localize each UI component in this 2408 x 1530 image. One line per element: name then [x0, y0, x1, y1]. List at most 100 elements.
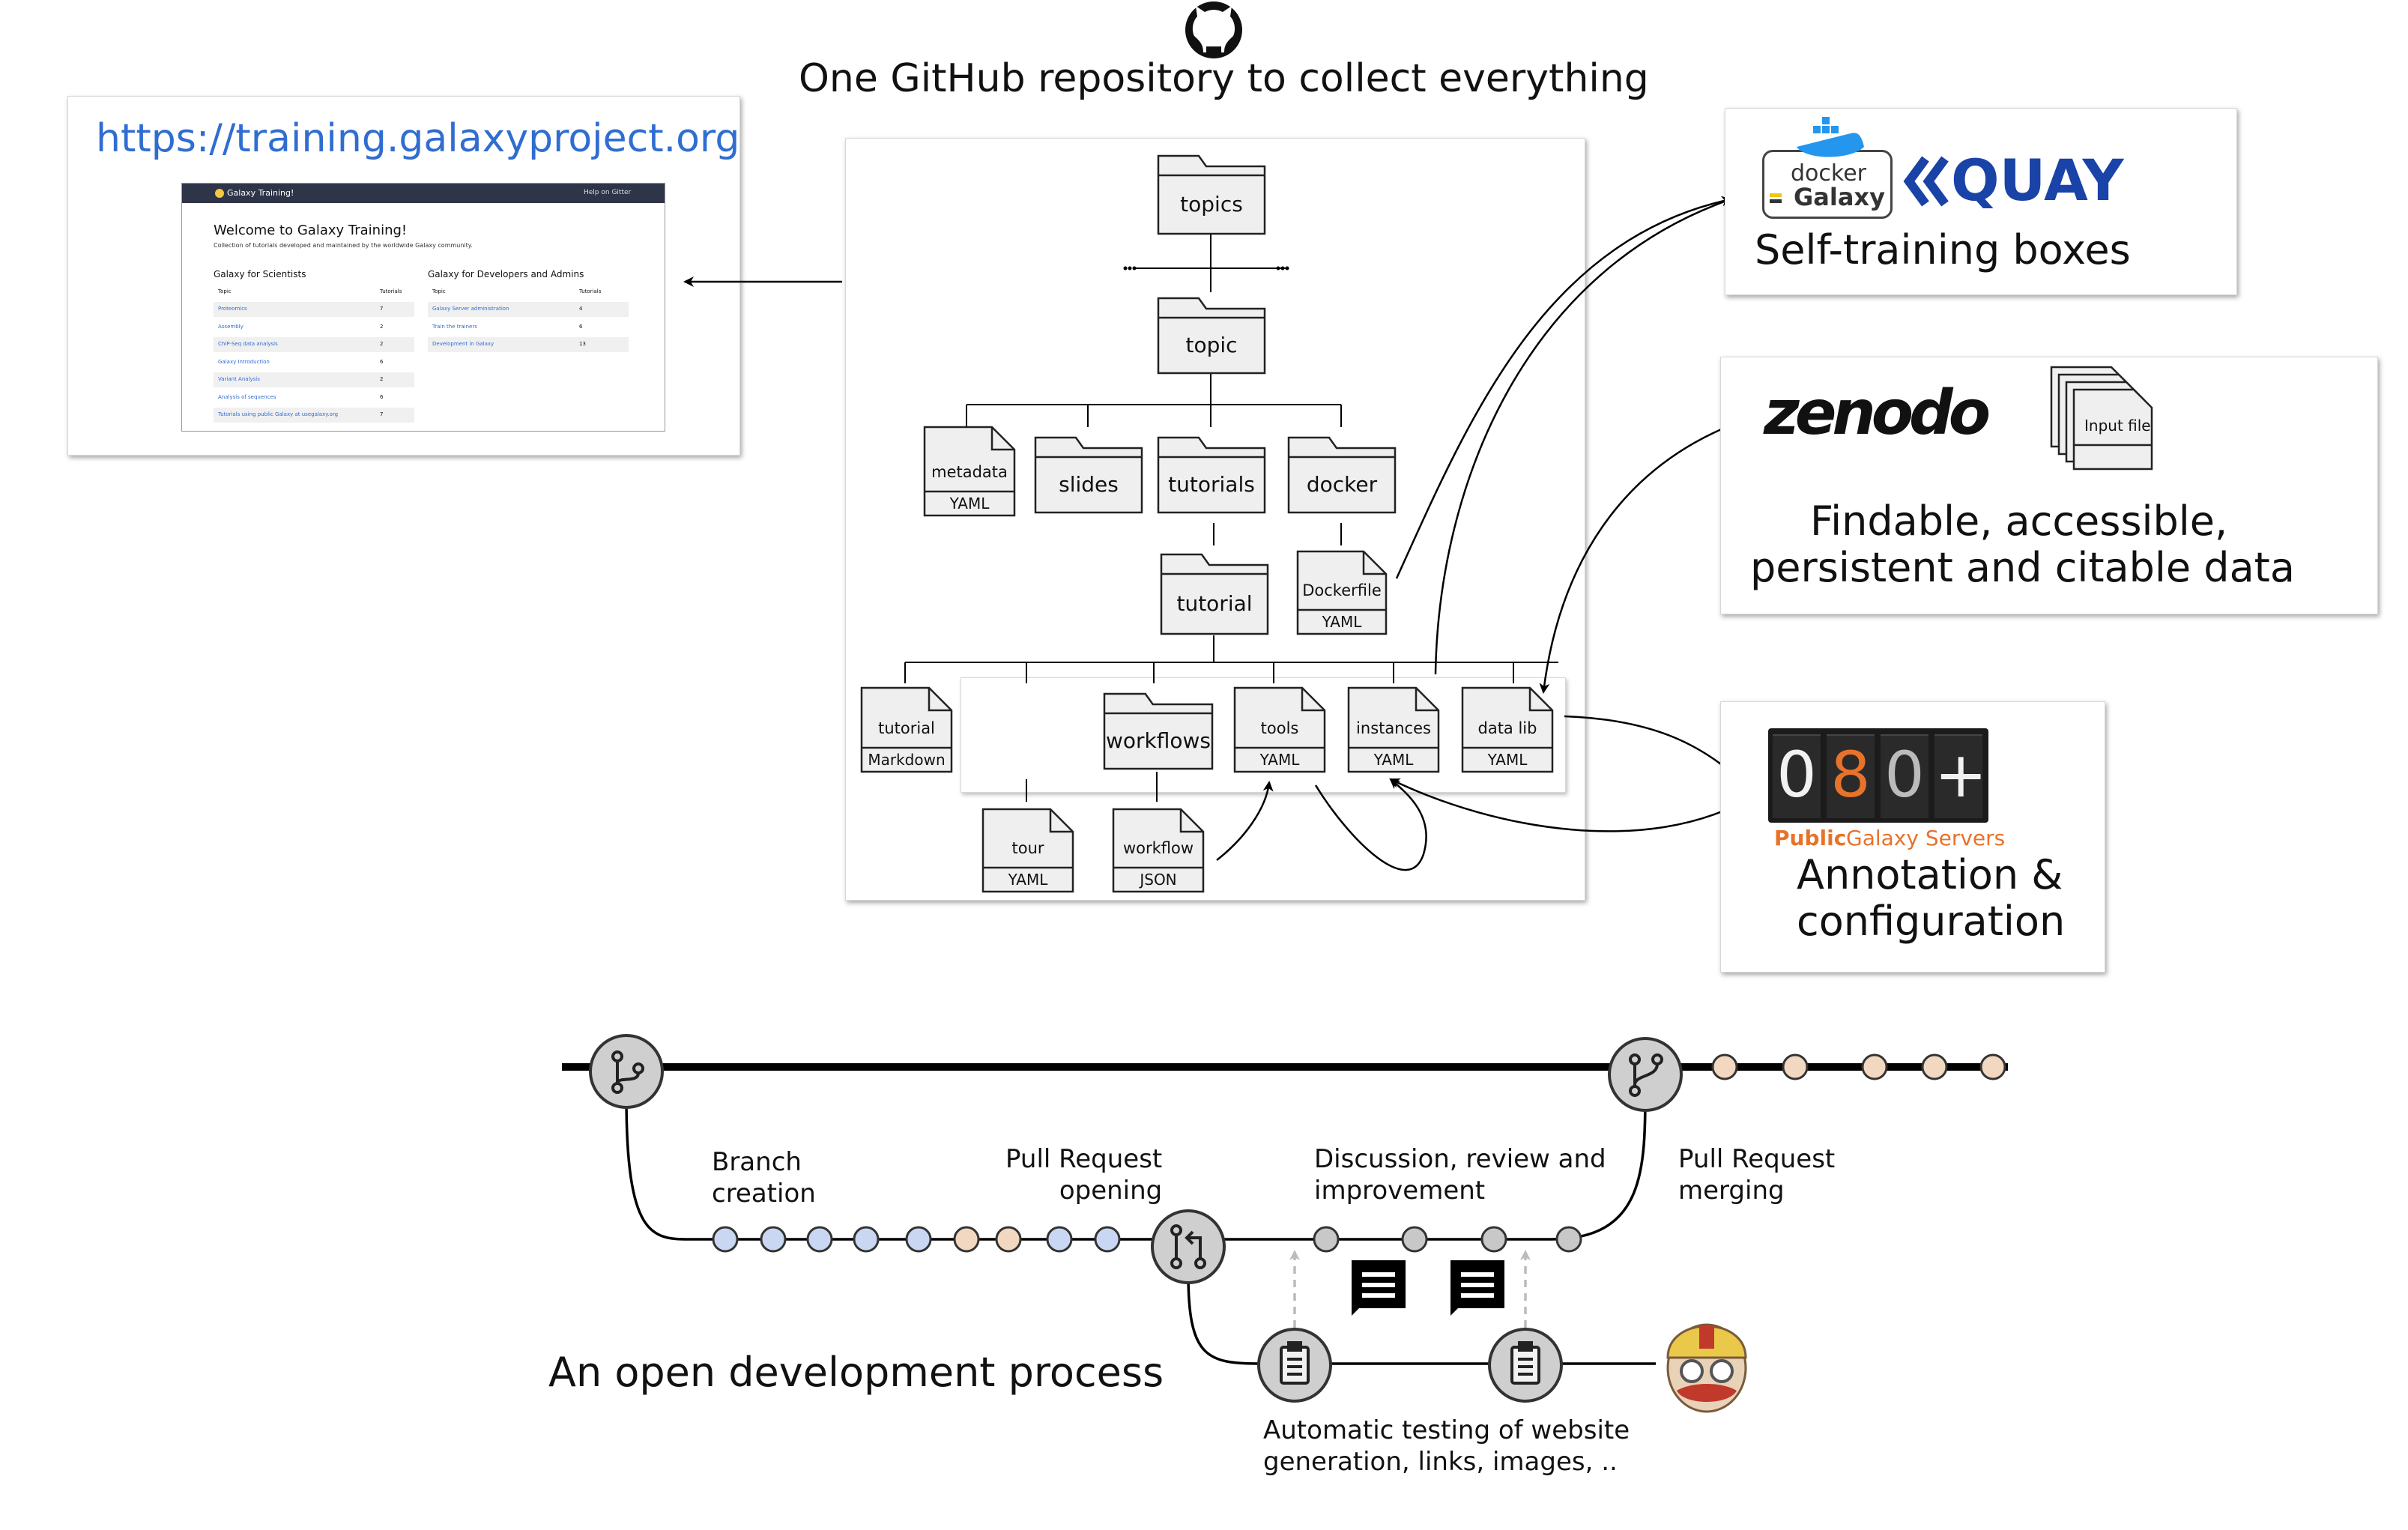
table-row[interactable]	[428, 337, 629, 352]
table-topic-link[interactable]: ChIP-Seq data analysis	[218, 341, 278, 347]
comment-icon	[1352, 1260, 1406, 1316]
folder-topics-label: topics	[1180, 191, 1243, 217]
file-metadata-type: YAML	[949, 495, 990, 512]
counter-digit-tile	[1827, 734, 1875, 818]
commit-dot	[1782, 1053, 1809, 1080]
commit-dot	[712, 1226, 739, 1253]
table-row[interactable]	[214, 302, 414, 317]
travis-ci-mascot-icon	[1666, 1323, 1747, 1413]
arrow-servers-to-instances	[1389, 778, 1746, 832]
arrow-datalib-to-servers	[1564, 715, 1747, 787]
zenodo-panel	[1720, 357, 2378, 614]
commit-dot	[953, 1226, 980, 1253]
table-topic-link[interactable]: Development in Galaxy	[432, 341, 494, 347]
commit-dot	[1046, 1226, 1073, 1253]
discussion-line2: improvement	[1314, 1176, 1486, 1206]
table-row[interactable]	[214, 390, 414, 405]
table-row[interactable]	[214, 372, 414, 387]
file-instances-label: instances	[1356, 719, 1431, 737]
table-topic-link[interactable]: Variant Analysis	[218, 376, 260, 382]
commit-dot	[905, 1226, 932, 1253]
commit-dot	[1861, 1053, 1888, 1080]
branch-label-line1: Branch	[712, 1147, 802, 1177]
folder-docker-label: docker	[1306, 472, 1378, 497]
scientists-col-tutorials: Tutorials	[380, 288, 402, 294]
self-training-caption: Self-training boxes	[1755, 226, 2131, 273]
branch-creation-node-icon	[589, 1034, 664, 1109]
file-dockerfile-type: YAML	[1322, 613, 1362, 631]
pr-open-line2: opening	[1059, 1176, 1163, 1206]
table-count: 4	[579, 306, 583, 312]
scientists-heading: Galaxy for Scientists	[214, 269, 306, 279]
table-row[interactable]	[428, 319, 629, 335]
counter-digit: 8	[1830, 738, 1871, 811]
commit-dot	[806, 1226, 833, 1253]
nav-brand[interactable]: Galaxy Training!	[227, 188, 294, 198]
galaxy-servers-word: Galaxy Servers	[1846, 826, 2006, 850]
table-topic-link[interactable]: Train the trainers	[432, 323, 477, 330]
table-row[interactable]	[214, 319, 414, 335]
commit-dot	[853, 1226, 880, 1253]
folder-tutorials-label: tutorials	[1168, 472, 1255, 497]
page-title: One GitHub repository to collect everyth…	[799, 56, 1649, 101]
table-topic-link[interactable]: Assembly	[218, 323, 243, 330]
admins-col-topic: Topic	[432, 288, 446, 294]
commit-dot	[1313, 1226, 1340, 1253]
branch-creation-label: Branch creation	[712, 1146, 816, 1209]
website-url-link[interactable]: https://training.galaxyproject.org	[96, 116, 740, 161]
table-count: 7	[380, 306, 384, 312]
process-title: An open development process	[548, 1349, 1164, 1396]
scientists-col-topic: Topic	[218, 288, 232, 294]
galaxy-bars-icon	[1770, 193, 1782, 197]
file-workflow-label: workflow	[1122, 839, 1194, 857]
table-row[interactable]	[214, 408, 414, 423]
table-topic-link[interactable]: Proteomics	[218, 306, 247, 312]
pr-merge-line1: Pull Request	[1678, 1144, 1836, 1174]
table-count: 2	[380, 341, 384, 347]
commit-dot	[1401, 1226, 1428, 1253]
testing-line1: Automatic testing of website	[1263, 1415, 1630, 1445]
file-tools-label: tools	[1260, 719, 1299, 737]
counter-digit-tile	[1934, 734, 1982, 818]
ellipsis-dots	[1123, 266, 1289, 270]
branch-label-line2: creation	[712, 1179, 816, 1209]
arrow-dockerfile-to-boxes	[1395, 196, 1732, 579]
welcome-subtitle: Collection of tutorials developed and ma…	[214, 242, 473, 249]
table-topic-link[interactable]: Analysis of sequences	[218, 393, 276, 400]
input-file-label: Input file	[2084, 417, 2151, 435]
counter-digit-tile	[1881, 734, 1928, 818]
commit-dot	[1921, 1053, 1948, 1080]
admins-col-tutorials: Tutorials	[579, 288, 602, 294]
table-count: 6	[579, 323, 583, 330]
folder-slides-label: slides	[1059, 472, 1119, 497]
table-count: 6	[380, 358, 384, 365]
counter-digit: +	[1934, 738, 1988, 811]
file-tour-label: tour	[1011, 839, 1044, 857]
file-tour-type: YAML	[1008, 871, 1048, 889]
commit-dot	[995, 1226, 1022, 1253]
counter-digit: 0	[1776, 738, 1817, 811]
table-row[interactable]	[214, 354, 414, 370]
table-topic-link[interactable]: Galaxy Server administration	[432, 306, 509, 312]
table-topic-link[interactable]: Tutorials using public Galaxy at usegala…	[218, 411, 339, 417]
arrow-zenodo-to-datalib	[1539, 418, 1746, 694]
commit-dot	[1094, 1226, 1121, 1253]
pr-opening-label: Pull Request opening	[1005, 1143, 1162, 1206]
docker-word: docker	[1791, 160, 1866, 187]
merge-node-icon	[1608, 1037, 1683, 1112]
table-topic-link[interactable]: Galaxy Introduction	[218, 358, 270, 365]
file-instances-type: YAML	[1373, 751, 1414, 769]
testing-branch-line	[1187, 1273, 1656, 1365]
nav-help-link[interactable]: Help on Gitter	[584, 189, 632, 196]
commit-dot	[1711, 1053, 1738, 1080]
zenodo-caption-line2: persistent and citable data	[1750, 544, 2295, 591]
file-datalib-type: YAML	[1487, 751, 1528, 769]
quay-word: QUAY	[1951, 147, 2124, 214]
comment-icon	[1450, 1260, 1504, 1316]
commit-dot	[1480, 1226, 1507, 1253]
table-row[interactable]	[428, 302, 629, 317]
table-count: 7	[380, 411, 384, 417]
testing-label: Automatic testing of website generation,…	[1263, 1415, 1630, 1478]
table-row[interactable]	[214, 337, 414, 352]
admins-heading: Galaxy for Developers and Admins	[428, 269, 584, 279]
